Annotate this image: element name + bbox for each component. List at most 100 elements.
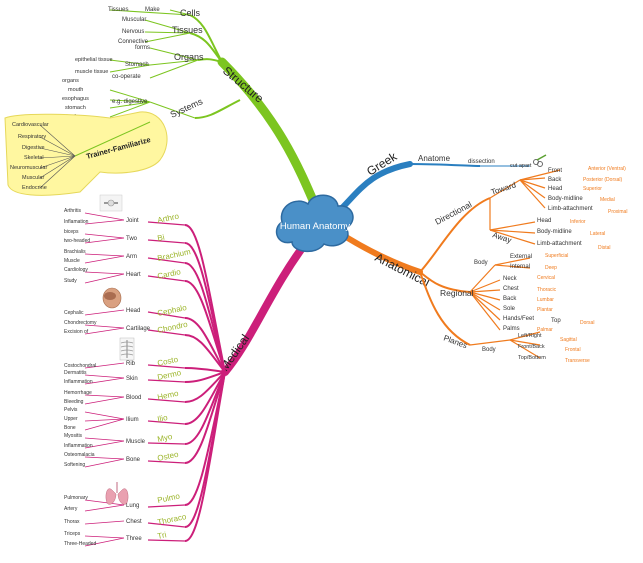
structure-tissues-top: Tissues xyxy=(108,7,128,13)
medical-leaf: Three-Headed xyxy=(64,541,96,547)
medical-leaf: Pelvis xyxy=(64,407,78,413)
callout-item-digestive: Digestive xyxy=(22,145,45,151)
medical-root-line xyxy=(147,239,186,244)
medical-branch-line xyxy=(184,371,226,403)
medical-leaf-line xyxy=(84,271,125,275)
structure-make: Make xyxy=(145,7,160,13)
branch-medical-line xyxy=(221,236,312,376)
medical-root-lung: Lung xyxy=(126,503,139,509)
toward-front-meaning: Anterior (Ventral) xyxy=(588,166,626,172)
structure-nervous: Nervous xyxy=(122,29,144,35)
callout-item-neuromuscular: Neuromuscular xyxy=(10,165,47,171)
medical-suffix-costo: Costo xyxy=(157,355,180,368)
regional-neck-meaning: Cervical xyxy=(537,275,555,281)
structure-esophagus: esophagus xyxy=(62,96,89,102)
planes-body: Body xyxy=(482,347,496,353)
greek-cut-apart: cut apart xyxy=(510,163,532,169)
medical-leaf-line xyxy=(84,362,125,369)
medical-group: ArthroJointArthritisInflamationBiTwobice… xyxy=(64,208,226,547)
medical-root-line xyxy=(147,275,186,282)
away-body-midline-meaning: Lateral xyxy=(590,231,605,237)
medical-leaf-line xyxy=(84,418,125,431)
medical-branch-line xyxy=(184,371,226,542)
medical-root-rib: Rib xyxy=(126,361,136,367)
medical-leaf-line xyxy=(84,374,125,379)
medical-root-chest: Chest xyxy=(126,519,142,525)
medical-leaf: Hemorrhage xyxy=(64,390,92,396)
medical-root-line xyxy=(147,257,186,264)
medical-root-ilium: Ilium xyxy=(126,417,139,423)
medical-leaf-line xyxy=(84,394,125,398)
body-external-meaning: Superficial xyxy=(545,253,568,259)
medical-leaf-line xyxy=(84,255,125,264)
medical-branch-line xyxy=(184,371,226,464)
medical-leaf-line xyxy=(84,377,125,385)
structure-mouth: mouth xyxy=(68,87,83,93)
medical-root-line xyxy=(147,311,186,319)
toward-limb-attachment: Limb-attachment xyxy=(548,206,593,212)
medical-leaf: Muscle xyxy=(64,258,80,264)
medical-leaf: Chondrectomy xyxy=(64,320,97,326)
toward-head: Head xyxy=(548,186,562,192)
medical-branch-line xyxy=(184,371,226,383)
medical-leaf: Triceps xyxy=(64,531,81,537)
medical-suffix-chondro: Chondro xyxy=(157,320,189,335)
structure-cooperate: co-operate xyxy=(112,74,141,80)
medical-suffix-pulmo: Pulmo xyxy=(157,491,182,505)
anatomical-sublines xyxy=(469,169,561,359)
callout-item-cardiovascular: Cardiovascular xyxy=(12,122,49,128)
medical-branch-line xyxy=(184,334,226,373)
medical-root-arm: Arm xyxy=(126,254,137,260)
scissors-icon xyxy=(533,154,547,167)
medical-root-two: Two xyxy=(126,236,138,242)
regional-top: Top xyxy=(551,318,561,324)
branch-structure-line xyxy=(217,57,323,217)
medical-suffix-tri: Tri xyxy=(157,530,168,541)
medical-leaf: Myositis xyxy=(64,433,83,439)
callout-item-skeletal: Skeletal xyxy=(24,155,44,161)
toward-back: Back xyxy=(548,177,562,183)
structure-forms: forms xyxy=(135,45,150,51)
regional-back-meaning: Lumbar xyxy=(537,297,554,303)
medical-branch-line xyxy=(184,371,226,425)
structure-muscle-tissue: muscle tissue xyxy=(75,69,108,75)
medical-leaf: Excision of xyxy=(64,329,89,335)
medical-leaf-line xyxy=(84,273,125,284)
medical-suffix-dermo: Dermo xyxy=(157,368,183,382)
medical-leaf-line xyxy=(84,520,125,525)
medical-suffix-osteo: Osteo xyxy=(157,450,180,463)
medical-root-skin: Skin xyxy=(126,376,138,382)
medical-leaf-line xyxy=(84,499,125,506)
central-label: Human Anatomy xyxy=(280,221,350,232)
planes-left-right: Left/Right xyxy=(518,333,542,339)
central-node[interactable]: Human Anatomy xyxy=(275,194,354,253)
callout-item-endocrine: Endocrine xyxy=(22,185,47,191)
medical-suffix-bi: Bi xyxy=(157,233,166,243)
regional-neck: Neck xyxy=(503,276,518,282)
structure-subgroup xyxy=(109,9,199,119)
medical-leaf: two-headed xyxy=(64,238,90,244)
away-head-meaning: Inferior xyxy=(570,219,586,225)
anatomical-regional: Regional xyxy=(440,288,474,298)
medical-leaf: Brachialis xyxy=(64,249,86,255)
planes-top-bottom-meaning: Transverse xyxy=(565,358,590,364)
planes-front-back-meaning: Frontal xyxy=(565,347,581,353)
medical-leaf-line xyxy=(84,458,125,468)
medical-leaf-line xyxy=(84,396,125,405)
structure-tissues: Tissues xyxy=(172,25,203,35)
callout-item-respiratory: Respiratory xyxy=(18,134,46,140)
medical-root-line xyxy=(147,221,186,226)
planes-front-back: Front/Back xyxy=(518,344,545,350)
toward-back-meaning: Posterior (Dorsal) xyxy=(583,177,623,183)
toward-head-meaning: Superior xyxy=(583,186,602,192)
medical-suffix-thoraco: Thoraco xyxy=(157,512,188,527)
regional-palms: Palms xyxy=(503,326,520,332)
toward-body-midline-meaning: Medial xyxy=(600,197,615,203)
structure-muscular: Muscular xyxy=(122,17,146,23)
medical-root-bone: Bone xyxy=(126,457,141,463)
medical-leaf: Study xyxy=(64,278,77,284)
structure-stomach: Stomach xyxy=(125,62,149,68)
medical-root-three: Three xyxy=(126,536,142,542)
medical-leaf-line xyxy=(84,253,125,257)
